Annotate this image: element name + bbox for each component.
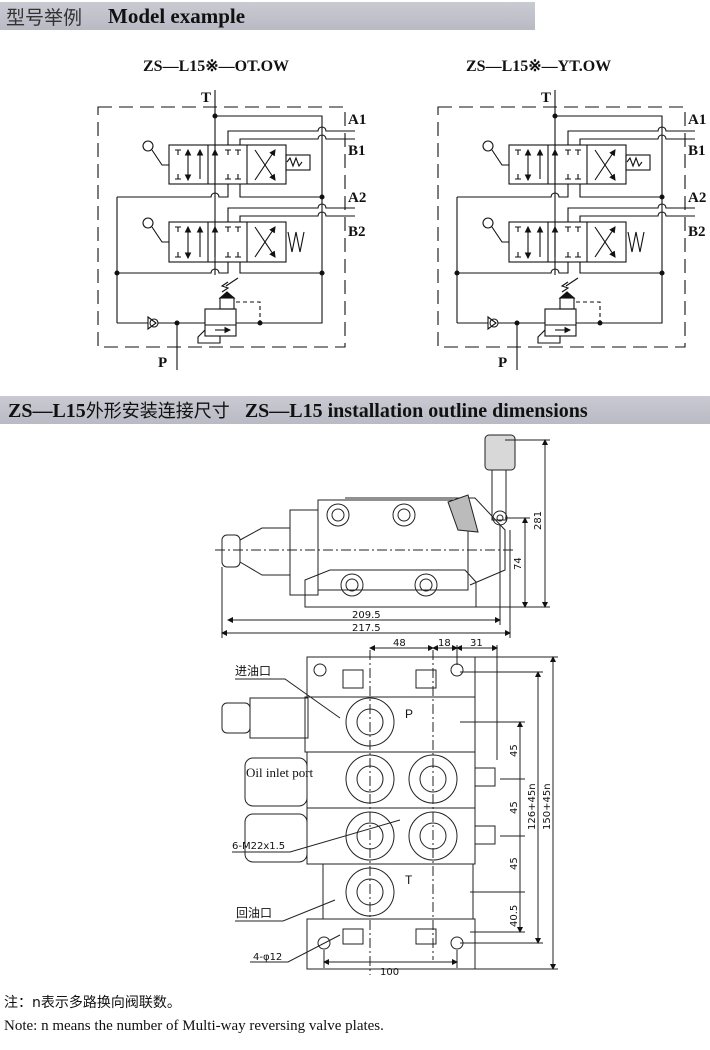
relief-valve (544, 308, 577, 337)
relief-valve (204, 308, 237, 337)
model-name-right: ZS—L15※—YT.OW (466, 58, 612, 75)
port-label-a1: A1 (688, 112, 706, 128)
side-view-drawing (215, 434, 550, 638)
dim-length-inner: 209.5 (352, 610, 381, 621)
port-label-b2: B2 (348, 224, 366, 240)
port-label-t: T (201, 90, 211, 106)
directional-valve-1 (142, 140, 311, 185)
hydraulic-schematic-right: T A1 B1 A2 B2 P (437, 90, 706, 371)
dim-pitch-1: 45 (509, 744, 520, 757)
hydraulic-schematic: T A1 B1 A2 B2 P (97, 90, 366, 371)
valve-block-boundary (437, 106, 686, 348)
port-label-p: P (158, 355, 167, 371)
port-label-b2: B2 (688, 224, 706, 240)
dim-height-axis: 74 (513, 557, 524, 570)
label-port-t: T (405, 873, 413, 887)
label-return-cn: 回油口 (236, 906, 272, 920)
directional-valve-2 (482, 217, 645, 263)
valve-block-boundary (97, 106, 346, 348)
section-title-en: Model example (108, 3, 246, 28)
dim-31: 31 (470, 638, 483, 649)
dim-length-outer: 217.5 (352, 623, 381, 634)
port-label-t: T (541, 90, 551, 106)
dim-width: 100 (380, 967, 399, 978)
note-en: Note: n means the number of Multi-way re… (4, 1018, 384, 1034)
section2-title-cn: 外形安装连接尺寸 (85, 401, 230, 422)
section-header-model-example: 型号举例 Model example (0, 2, 535, 30)
dim-pitch-3: 45 (509, 857, 520, 870)
section2-title-model: ZS—L15 (8, 400, 86, 422)
section2-title: ZS—L15外形安装连接尺寸 ZS—L15 installation outli… (8, 397, 588, 423)
label-holes: 4-φ12 (253, 952, 282, 963)
port-label-b1: B1 (348, 143, 366, 159)
note-cn: 注：n表示多路换向阀联数。 (4, 992, 181, 1012)
directional-valve-2 (142, 217, 305, 263)
front-view-drawing (221, 645, 558, 975)
note-cn-text: n表示多路换向阀联数。 (32, 995, 181, 1011)
label-port-p: P (405, 707, 413, 721)
section-title-cn: 型号举例 (6, 6, 83, 29)
label-inlet-cn: 进油口 (235, 664, 271, 678)
section2-title-en: ZS—L15 installation outline dimensions (244, 400, 588, 422)
dim-outer-total: 150+45n (542, 783, 553, 830)
port-label-b1: B1 (688, 143, 706, 159)
dim-pitch-2: 45 (509, 801, 520, 814)
note-cn-prefix: 注： (4, 995, 32, 1011)
dim-height-total: 281 (533, 511, 544, 530)
dim-18: 18 (438, 638, 451, 649)
section-header-outline-dimensions: ZS—L15外形安装连接尺寸 ZS—L15 installation outli… (0, 396, 710, 424)
port-label-p: P (498, 355, 507, 371)
port-label-a2: A2 (688, 190, 706, 206)
label-inlet-en: Oil inlet port (246, 765, 314, 780)
port-label-a2: A2 (348, 190, 366, 206)
port-label-a1: A1 (348, 112, 366, 128)
model-name-left: ZS—L15※—OT.OW (143, 58, 290, 75)
dim-bottom: 40.5 (509, 905, 520, 927)
dim-48: 48 (393, 638, 406, 649)
directional-valve-1 (482, 140, 651, 185)
label-thread: 6-M22x1.5 (232, 841, 285, 852)
dim-inner-total: 126+45n (527, 783, 538, 830)
